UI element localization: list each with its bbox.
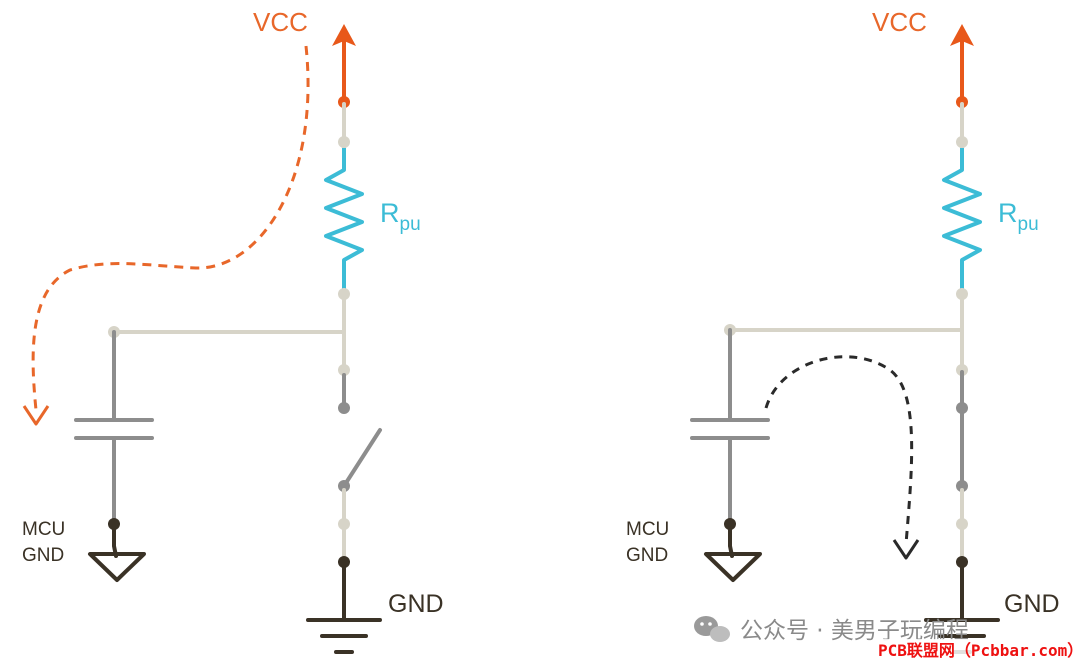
right-vcc-label: VCC	[872, 7, 927, 37]
right-capacitor	[690, 328, 770, 526]
left-branch-wire	[112, 330, 346, 342]
left-mcu-label-line2: GND	[22, 545, 64, 566]
right-resistor-label: Rpu	[998, 198, 1039, 235]
left-vcc-arrow	[332, 24, 356, 108]
left-resistor	[324, 148, 364, 290]
right-circuit: VCC Rpu	[626, 7, 1060, 654]
left-ground-symbol	[306, 556, 382, 654]
right-mcu-ground-symbol	[704, 518, 762, 582]
left-capacitor	[74, 330, 154, 526]
right-discharge-flow-arrow	[764, 355, 920, 560]
left-current-flow-arrow	[22, 45, 310, 426]
watermark: 公众号 · 美男子玩编程 PCB联盟网（Pcbbar.com）	[694, 616, 1080, 661]
right-closed-switch	[956, 370, 968, 492]
right-mcu-label-line2: GND	[626, 545, 668, 566]
left-mcu-label-line1: MCU	[22, 519, 65, 540]
left-mcu-ground-symbol	[88, 518, 146, 582]
left-resistor-label: Rpu	[380, 198, 421, 235]
right-branch-wire	[728, 328, 964, 342]
right-gnd-label: GND	[1004, 590, 1060, 618]
right-mcu-label-line1: MCU	[626, 519, 669, 540]
left-gnd-label: GND	[388, 590, 444, 618]
right-resistor	[942, 148, 982, 290]
left-vcc-label: VCC	[253, 7, 308, 37]
watermark-site-text: PCB联盟网（Pcbbar.com）	[878, 641, 1080, 660]
left-open-switch	[338, 428, 382, 492]
right-vcc-arrow	[950, 24, 974, 108]
left-circuit: VCC Rpu MCU GND	[22, 7, 444, 654]
wechat-icon	[694, 616, 730, 642]
